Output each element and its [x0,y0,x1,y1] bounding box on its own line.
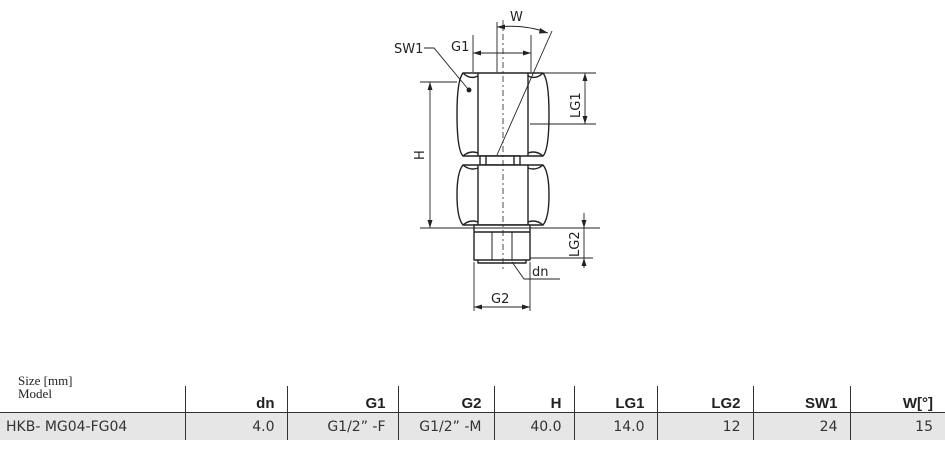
g2-label: G2 [491,292,509,307]
spec-table: dn G1 G2 H LG1 LG2 SW1 W[°] HKB- MG04-FG… [0,386,945,440]
header-g1: G1 [286,386,398,413]
cell-lg1: 14.0 [573,412,657,440]
cell-g2: G1/2” -M [397,412,494,440]
cell-dn: 4.0 [184,412,287,440]
cell-sw1: 24 [752,412,850,440]
sw1-label: SW1 [394,42,423,57]
table-row: HKB- MG04-FG04 4.0 G1/2” -F G1/2” -M 40.… [0,412,945,440]
lg2-label: LG2 [568,231,583,257]
threaded-stem [473,224,531,261]
h-label: H [413,150,428,160]
lg1-label: LG1 [569,92,584,118]
header-model [0,386,185,413]
header-lg1: LG1 [573,386,657,413]
model-label: Model [18,386,52,401]
size-unit-label: Size [mm] [18,373,73,388]
header-w: W[°] [849,386,945,413]
header-dn: dn [184,386,287,413]
w-label: W [510,10,523,25]
header-lg2: LG2 [656,386,753,413]
header-sw1: SW1 [752,386,850,413]
header-h: H [493,386,574,413]
dn-label: dn [532,265,549,280]
cell-g1: G1/2” -F [286,412,398,440]
g1-label: G1 [451,40,469,55]
header-g2: G2 [397,386,494,413]
technical-drawing: W SW1 G1 LG1 H LG2 dn G2 [394,10,600,311]
cell-h: 40.0 [493,412,574,440]
cell-w: 15 [849,412,945,440]
cell-lg2: 12 [656,412,753,440]
table-header-row: dn G1 G2 H LG1 LG2 SW1 W[°] [0,386,945,413]
cell-model: HKB- MG04-FG04 [0,412,185,440]
